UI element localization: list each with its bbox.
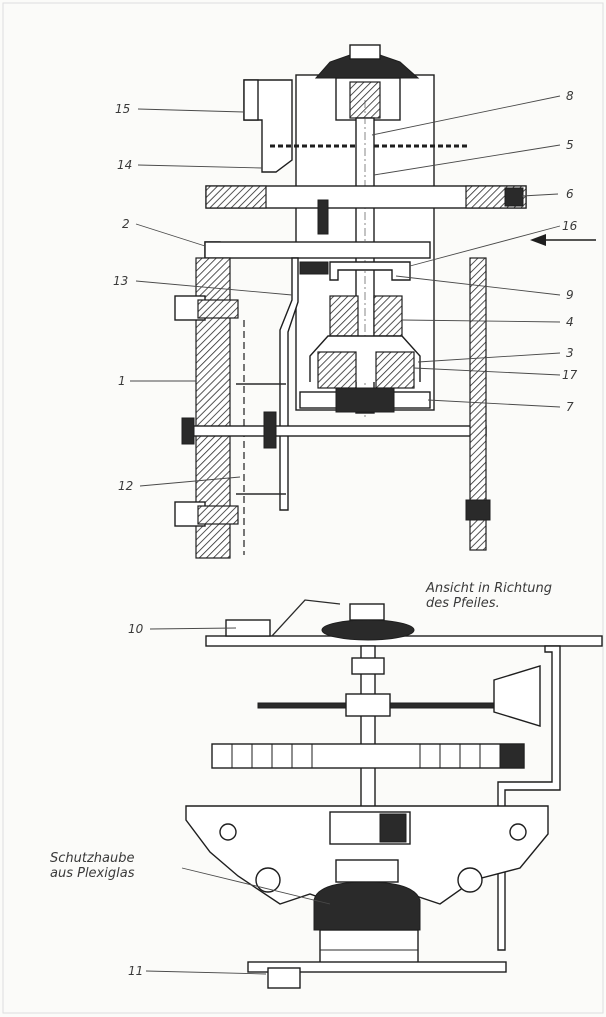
callout-3: 3 xyxy=(566,346,574,360)
upper-screw-thread xyxy=(197,299,239,319)
part-3-magnet-left xyxy=(317,351,357,389)
section-view xyxy=(174,44,596,559)
disc-hub xyxy=(345,693,391,717)
cap-nut xyxy=(349,44,381,60)
part-13-lever xyxy=(279,257,299,511)
callout-10: 10 xyxy=(128,622,144,636)
gear-pin xyxy=(317,199,329,235)
part-16-coupling xyxy=(329,261,411,281)
leader-lines-upper xyxy=(130,95,561,487)
cover-top xyxy=(335,859,399,883)
callout-8: 8 xyxy=(566,89,574,103)
callout-4: 4 xyxy=(566,315,574,329)
cover-note-line1: Schutzhaube xyxy=(50,851,135,866)
horizontal-shaft xyxy=(185,425,487,437)
view-direction-note-line1: Ansicht in Richtung xyxy=(425,581,552,596)
right-rod-nut xyxy=(465,499,491,521)
callout-11: 11 xyxy=(128,964,143,978)
lamp-fitting xyxy=(493,665,541,727)
view-arrow-head xyxy=(530,234,546,246)
top-plate xyxy=(205,635,603,647)
gear-teeth xyxy=(504,187,524,207)
part-7-bearing xyxy=(335,387,395,413)
shaft-end xyxy=(181,417,195,445)
callout-15: 15 xyxy=(115,102,130,116)
gear-hatch-left xyxy=(205,185,267,209)
part-9-pin xyxy=(299,261,329,275)
callout-16: 16 xyxy=(562,219,578,233)
callout-6: 6 xyxy=(566,187,574,201)
shaft-collar xyxy=(263,411,277,449)
side-view xyxy=(185,599,603,989)
top-cap-side xyxy=(321,619,415,641)
top-knob xyxy=(349,603,385,621)
cover-note-line2: aus Plexiglas xyxy=(50,866,135,881)
part-2-plate xyxy=(204,241,431,259)
callout-13: 13 xyxy=(113,274,128,288)
right-rod xyxy=(469,257,487,551)
top-plate-spring xyxy=(271,599,341,637)
callout-1: 1 xyxy=(118,374,126,388)
frame-hole-right xyxy=(509,823,527,841)
callout-2: 2 xyxy=(122,217,130,231)
frame-hole-mid-left xyxy=(255,867,281,893)
view-direction-note-line2: des Pfeiles. xyxy=(426,596,500,611)
gear-teeth-marks xyxy=(231,744,481,768)
frame-hole-mid-right xyxy=(457,867,483,893)
gear-teeth-dark xyxy=(499,743,525,769)
leader-lines-lower xyxy=(145,627,331,975)
pinion-dark xyxy=(379,813,407,843)
part-4-magnet-left xyxy=(329,295,359,337)
plexiglas-cover xyxy=(313,881,421,931)
callout-12: 12 xyxy=(118,479,133,493)
callout-labels: 15 14 2 13 1 12 8 5 6 16 9 4 3 17 7 10 1… xyxy=(113,89,578,978)
callout-9: 9 xyxy=(566,288,574,302)
callout-17: 17 xyxy=(562,368,578,382)
part-11-screw xyxy=(267,967,301,989)
part-3-magnet-right xyxy=(375,351,415,389)
callout-5: 5 xyxy=(566,138,574,152)
frame-hole-left xyxy=(219,823,237,841)
part-15-tab xyxy=(243,79,259,121)
right-bracket xyxy=(497,645,561,951)
lower-screw-thread xyxy=(197,505,239,525)
bottom-plate xyxy=(247,961,507,973)
part-4-magnet-right xyxy=(373,295,403,337)
callout-7: 7 xyxy=(566,400,574,414)
callout-14: 14 xyxy=(117,158,132,172)
big-gear xyxy=(211,743,525,769)
shaft-upper-collar xyxy=(351,657,385,675)
annotation-notes: Ansicht in Richtung des Pfeiles. Schutzh… xyxy=(50,581,552,881)
